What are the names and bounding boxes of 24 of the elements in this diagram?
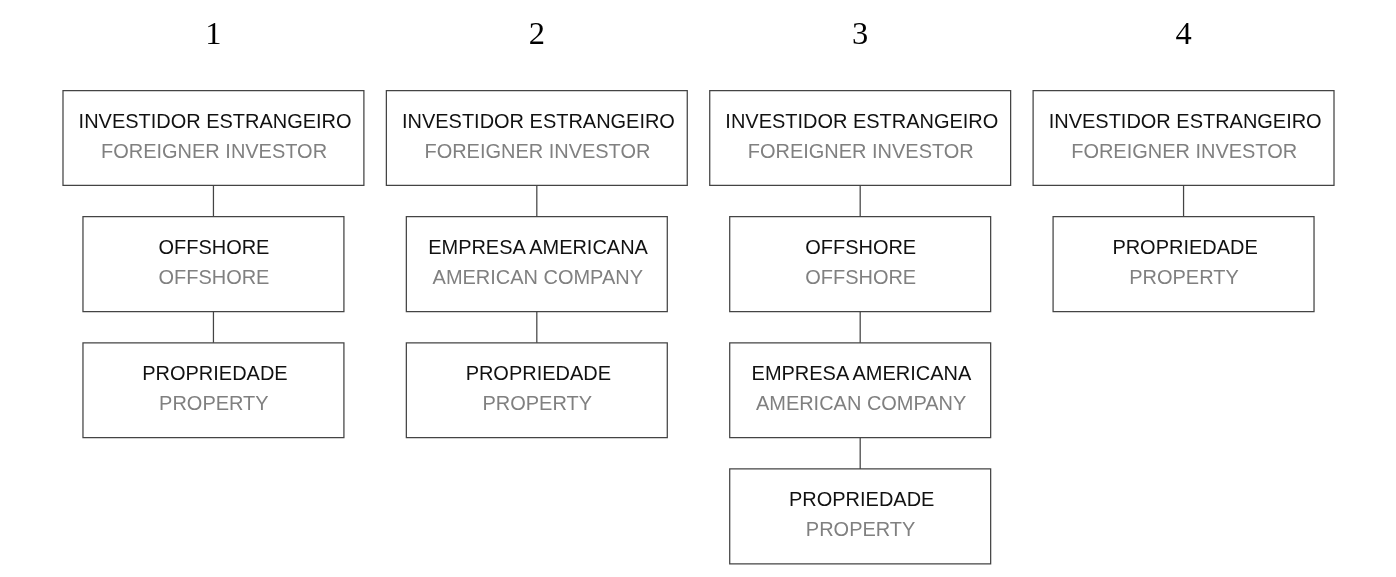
node-box: INVESTIDOR ESTRANGEIRO FOREIGNER INVESTOR [385,90,688,187]
label: 2 [528,15,545,52]
connector [859,311,861,344]
label: 1 [204,15,222,52]
node-box: INVESTIDOR ESTRANGEIRO FOREIGNER INVESTOR [1032,90,1335,187]
node-box: EMPRESA AMERICANA AMERICAN COMPANY [728,342,991,439]
node-box: OFFSHORE OFFSHORE [81,216,345,313]
connector [535,311,537,344]
label: 4 [1174,15,1192,52]
connector [212,185,214,218]
node-box: PROPRIEDADE PROPERTY [405,342,668,439]
node-box: INVESTIDOR ESTRANGEIRO FOREIGNER INVESTOR [61,90,364,187]
connector [1182,185,1184,218]
node-box: PROPRIEDADE PROPERTY [728,468,991,565]
node-box: EMPRESA AMERICANA AMERICAN COMPANY [405,216,668,313]
node-box: PROPRIEDADE PROPERTY [1051,216,1315,313]
connector [535,185,537,218]
node-box: INVESTIDOR ESTRANGEIRO FOREIGNER INVESTOR [708,90,1011,187]
connector [859,437,861,470]
connector [859,185,861,218]
connector [212,311,214,344]
node-box: OFFSHORE OFFSHORE [728,216,991,313]
node-box: PROPRIEDADE PROPERTY [81,342,345,439]
label: 3 [851,15,868,52]
